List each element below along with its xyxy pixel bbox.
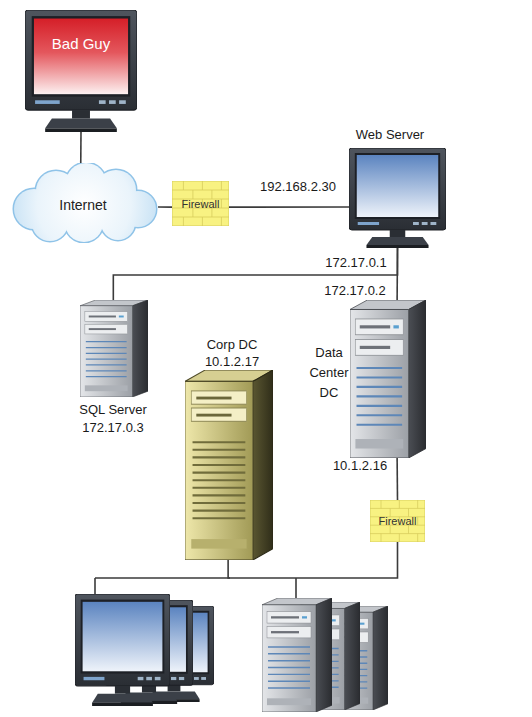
ip-address: 192.168.2.30 — [248, 179, 348, 195]
web-server-monitor: Web Server192.168.2.30172.17.0.1 — [349, 148, 446, 248]
node-label: Internet — [8, 197, 158, 213]
node-label: Web Server — [329, 127, 451, 143]
ip-address: 172.17.0.1 — [316, 255, 396, 271]
node-label: Data Center DC — [302, 343, 356, 403]
network-link — [396, 458, 398, 500]
node-label: Corp DC — [172, 337, 292, 353]
firewall: Firewall — [370, 500, 425, 542]
node-shape — [350, 300, 426, 458]
internet-cloud: Internet — [8, 163, 158, 243]
network-link — [158, 206, 172, 208]
workstation-monitor — [75, 594, 170, 706]
network-link — [229, 206, 349, 208]
network-link — [80, 132, 82, 163]
node-shape — [349, 148, 446, 248]
node-shape — [80, 300, 148, 397]
ip-address: 172.17.0.3 — [63, 420, 163, 436]
firewall: Firewall — [172, 181, 229, 226]
server-tower: SQL Server172.17.0.3 — [80, 300, 148, 397]
node-label: Firewall — [370, 513, 425, 529]
network-link — [396, 248, 398, 300]
node-shape — [185, 370, 273, 560]
ip-address: 172.17.0.2 — [310, 283, 400, 299]
ip-address: 10.1.2.16 — [320, 458, 400, 474]
server-tower — [350, 300, 426, 458]
node-label: Bad Guy — [25, 36, 137, 52]
web-server-monitor — [349, 148, 446, 248]
attacker-monitor: Bad Guy — [25, 10, 137, 132]
attacker-monitor — [25, 10, 137, 132]
ip-address: 10.1.2.17 — [172, 354, 292, 370]
node-label: Firewall — [172, 196, 229, 212]
firewall — [172, 181, 229, 226]
server-tower: Corp DC10.1.2.17 — [185, 370, 273, 560]
node-shape — [25, 10, 137, 132]
server-tower — [185, 370, 273, 560]
firewall — [370, 500, 425, 542]
server-tower — [262, 598, 332, 712]
node-label: SQL Server — [63, 402, 163, 418]
server-tower: 172.17.0.2Data Center DC10.1.2.16 — [350, 300, 426, 458]
server-tower — [80, 300, 148, 397]
